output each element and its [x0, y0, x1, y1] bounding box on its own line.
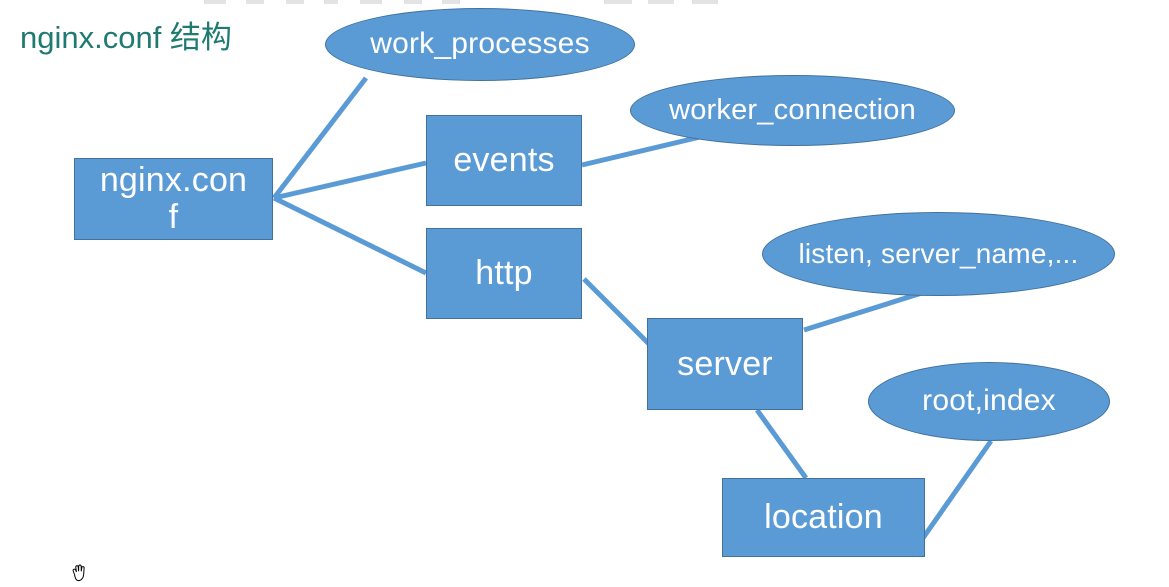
- node-server[interactable]: server: [647, 318, 803, 410]
- top-edge-artifact: [648, 0, 674, 4]
- top-edge-artifact: [692, 0, 718, 4]
- node-work-processes[interactable]: work_processes: [325, 8, 635, 81]
- edge-events-worker-connection: [581, 134, 701, 168]
- edge-nginx-work-processes: [272, 76, 368, 200]
- node-label-listen-server-name: listen, server_name,...: [798, 237, 1079, 269]
- top-edge-artifact: [404, 0, 422, 4]
- node-nginx-conf[interactable]: nginx.con f: [74, 158, 273, 240]
- edge-server-listen: [803, 289, 926, 333]
- node-listen-server-name[interactable]: listen, server_name,...: [762, 212, 1115, 296]
- node-label-work-processes: work_processes: [370, 27, 590, 61]
- top-edge-artifact: [442, 0, 460, 4]
- edge-http-server: [582, 277, 652, 347]
- node-label-server: server: [677, 344, 773, 383]
- node-label-events: events: [453, 141, 555, 180]
- top-edge-artifact: [246, 0, 264, 4]
- node-label-location: location: [764, 498, 883, 537]
- hand-cursor: [72, 564, 85, 582]
- node-label-worker-connection: worker_connection: [669, 93, 916, 126]
- page-title: nginx.conf 结构: [20, 20, 232, 55]
- node-http[interactable]: http: [426, 228, 582, 319]
- edge-nginx-http: [272, 195, 428, 276]
- edge-nginx-events: [273, 160, 427, 201]
- node-root-index[interactable]: root,index: [868, 362, 1110, 441]
- node-worker-connection[interactable]: worker_connection: [630, 75, 955, 146]
- node-events[interactable]: events: [426, 115, 582, 206]
- node-location[interactable]: location: [722, 478, 925, 557]
- top-edge-artifact: [324, 0, 338, 4]
- node-label-root-index: root,index: [922, 384, 1056, 418]
- top-edge-artifact: [360, 0, 382, 4]
- edge-server-location: [754, 408, 809, 480]
- top-edge-artifact: [286, 0, 304, 4]
- edge-location-root-index: [920, 439, 994, 540]
- top-edge-artifact: [604, 0, 632, 4]
- top-edge-artifact: [204, 0, 226, 4]
- node-label-http: http: [475, 254, 533, 293]
- node-label-nginx-conf: nginx.con f: [99, 161, 248, 236]
